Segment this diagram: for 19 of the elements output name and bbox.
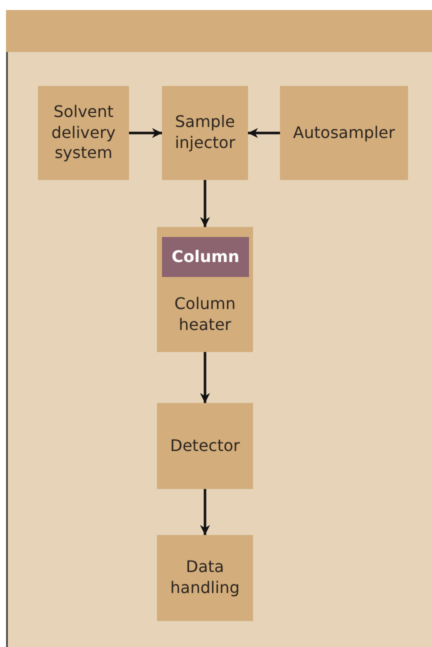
- component-label: Column: [172, 246, 240, 268]
- arrow: [200, 180, 210, 227]
- component-box: [157, 403, 253, 489]
- component-label: Sample injector: [174, 112, 236, 154]
- component-box: [157, 227, 253, 352]
- component-box: [38, 86, 129, 180]
- component-box: [162, 86, 248, 180]
- arrow: [248, 128, 280, 138]
- column-label-box: [162, 237, 249, 277]
- component-label: Data handling: [169, 557, 241, 599]
- component-label: Column heater: [173, 294, 237, 336]
- component-box: [157, 535, 253, 621]
- component-box: [280, 86, 408, 180]
- component-label: Autosampler: [293, 122, 395, 144]
- component-label: Detector: [170, 436, 240, 456]
- arrow: [200, 489, 210, 535]
- component-label: Solvent delivery system: [50, 102, 117, 164]
- arrow: [200, 352, 210, 403]
- arrow: [129, 128, 162, 138]
